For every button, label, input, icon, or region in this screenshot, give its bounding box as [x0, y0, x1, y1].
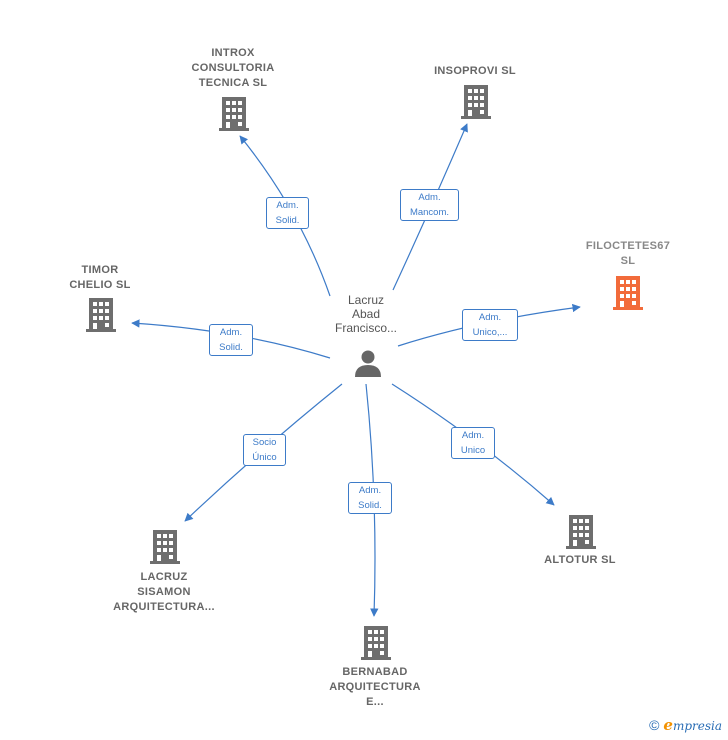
node-label-lacruzsis[interactable]: LACRUZ SISAMON ARQUITECTURA...: [113, 571, 215, 613]
footer-brand: © empresia: [649, 716, 722, 734]
brand-logo[interactable]: empresia: [663, 716, 722, 734]
node-label-insoprovi[interactable]: INSOPROVI SL: [434, 65, 516, 77]
edge-label-lacruzsis: Socio Único: [243, 434, 286, 466]
building-icon-bernabad[interactable]: [361, 626, 391, 660]
node-label-altotur[interactable]: ALTOTUR SL: [544, 554, 616, 566]
building-icon-insoprovi[interactable]: [461, 85, 491, 119]
edge-label-altotur: Adm. Unico: [451, 427, 495, 459]
building-icon-altotur[interactable]: [566, 515, 596, 549]
node-label-filoctetes[interactable]: FILOCTETES67 SL: [585, 240, 671, 267]
copyright-icon: ©: [649, 717, 660, 733]
node-label-bernabad[interactable]: BERNABAD ARQUITECTURA E...: [329, 666, 421, 708]
building-icon-timor[interactable]: [86, 298, 116, 332]
node-label-timor[interactable]: TIMOR CHELIO SL: [69, 264, 131, 291]
person-name[interactable]: Lacruz Abad Francisco...: [334, 293, 398, 335]
edge-label-insoprovi: Adm. Mancom.: [400, 189, 459, 221]
edge-label-introx: Adm. Solid.: [266, 197, 309, 229]
edge-label-timor: Adm. Solid.: [209, 324, 253, 356]
building-icon-lacruzsis[interactable]: [150, 530, 180, 564]
edge-label-filoctetes: Adm. Unico,...: [462, 309, 518, 341]
edge-label-bernabad: Adm. Solid.: [348, 482, 392, 514]
building-icon-introx[interactable]: [219, 97, 249, 131]
person-icon[interactable]: [353, 348, 383, 378]
node-label-introx[interactable]: INTROX CONSULTORIA TECNICA SL: [191, 47, 275, 89]
building-icon-filoctetes[interactable]: [613, 276, 643, 310]
